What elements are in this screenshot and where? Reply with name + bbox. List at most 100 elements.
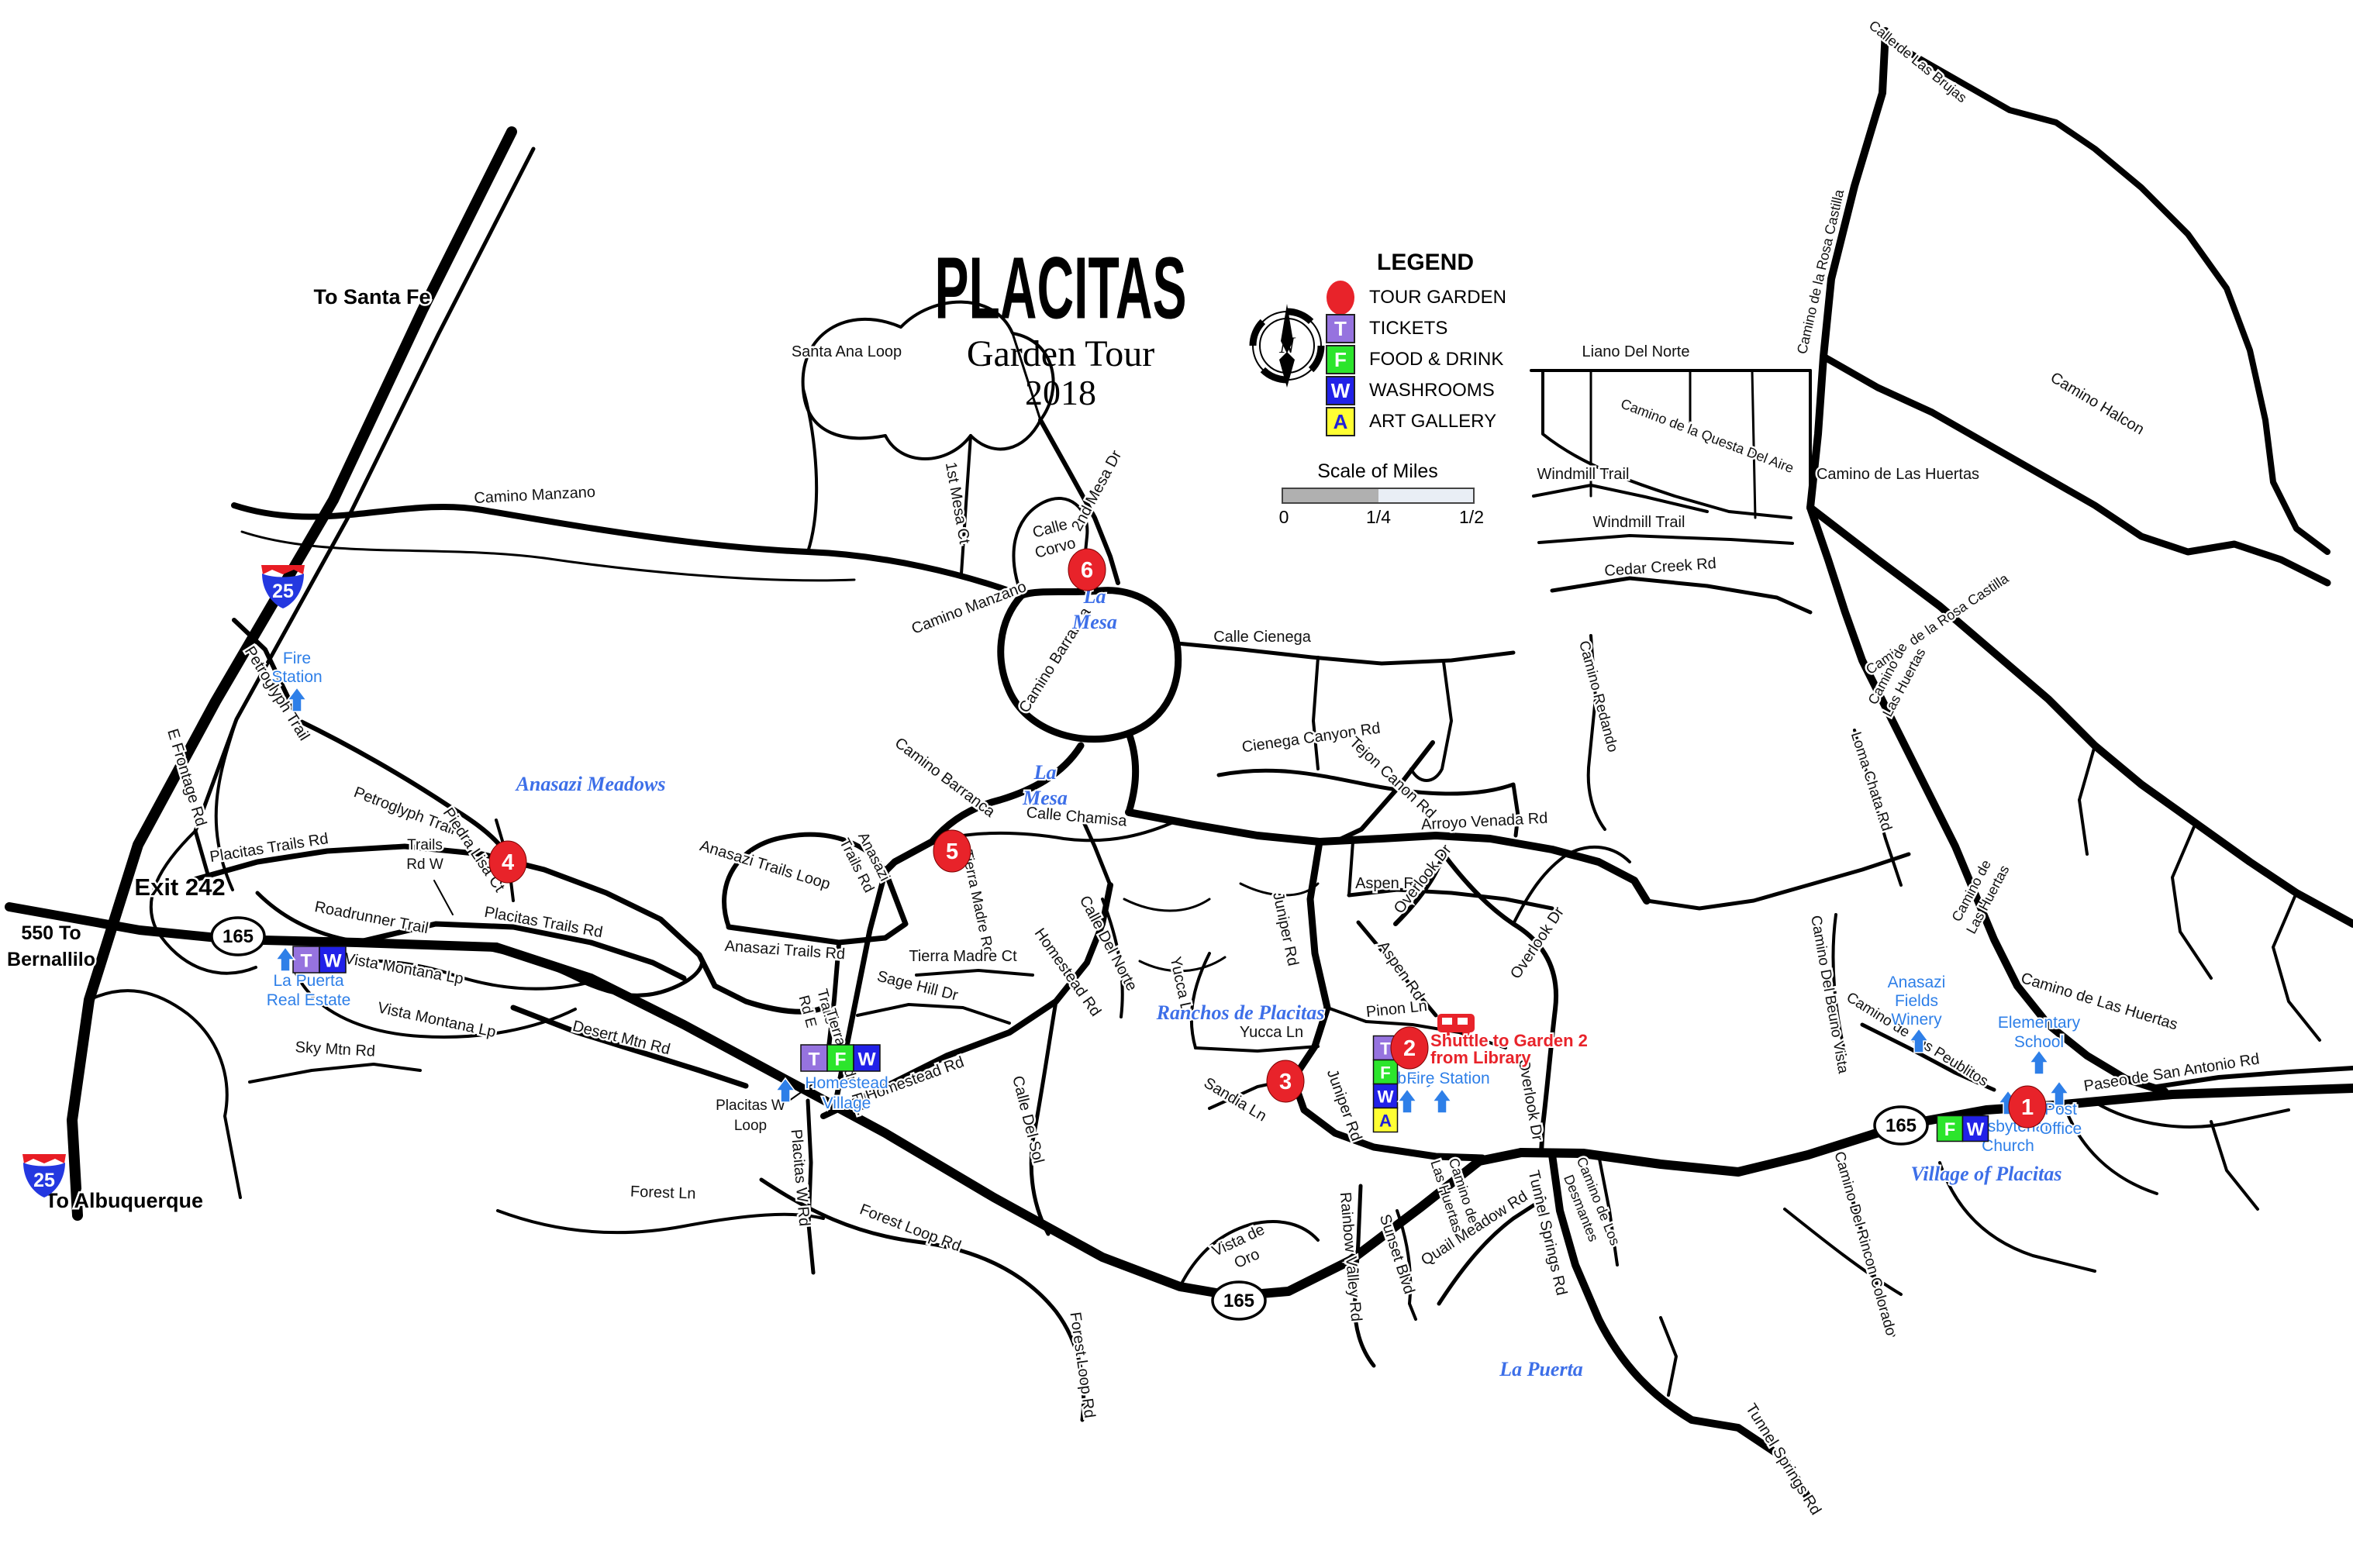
road bbox=[722, 832, 888, 929]
road bbox=[433, 880, 454, 915]
road bbox=[826, 942, 841, 1056]
road bbox=[1125, 808, 1651, 905]
marker-circle bbox=[1390, 1026, 1429, 1070]
road bbox=[1783, 1208, 1903, 1296]
road-label: Juniper Rd bbox=[1269, 891, 1302, 967]
shuttle-bus-icon bbox=[1437, 1014, 1475, 1038]
shield-red-band bbox=[22, 1154, 66, 1163]
facility-letter-A: A bbox=[1379, 1111, 1392, 1131]
facility-letter-W: W bbox=[1967, 1119, 1985, 1140]
direction-label: To Albuquerque bbox=[45, 1189, 203, 1212]
road bbox=[88, 989, 242, 1199]
road bbox=[882, 742, 1085, 875]
fire-station-central-arrow-icon bbox=[1431, 1087, 1453, 1114]
road bbox=[255, 891, 705, 998]
road bbox=[1831, 913, 1847, 1056]
tour-garden-marker-4: 4 bbox=[488, 840, 527, 884]
shield-number: 25 bbox=[33, 1170, 55, 1191]
road bbox=[1516, 1084, 2353, 1177]
road-label: Tunnel Springs Rd bbox=[1742, 1401, 1824, 1518]
road-label: Sky Mtn Rd bbox=[295, 1039, 375, 1060]
shield-ellipse bbox=[210, 916, 266, 956]
road bbox=[1806, 27, 1889, 512]
marker-circle bbox=[488, 840, 527, 884]
road bbox=[915, 969, 1034, 977]
direction-label: Exit 242 bbox=[134, 874, 225, 901]
road bbox=[1312, 656, 1320, 770]
road bbox=[1125, 729, 1140, 816]
shield-blue-body bbox=[23, 1163, 65, 1198]
facility-box-W bbox=[853, 1044, 881, 1072]
road bbox=[1512, 845, 1631, 925]
road bbox=[1230, 1148, 1526, 1301]
post-office-arrow-icon bbox=[2048, 1080, 2070, 1106]
compass-north-letter: N bbox=[1278, 333, 1296, 358]
road bbox=[1644, 852, 1911, 911]
road bbox=[1333, 740, 1435, 844]
road bbox=[806, 1098, 816, 1275]
road bbox=[1326, 1006, 1507, 1049]
road bbox=[1586, 634, 1606, 831]
road-label: Windmill Trail bbox=[1537, 466, 1630, 483]
legend-label: TOUR GARDEN bbox=[1369, 287, 1506, 308]
road bbox=[1138, 956, 1227, 973]
compass-needle-south bbox=[1279, 352, 1295, 388]
letter-box-icon-W: W bbox=[1326, 376, 1355, 405]
bus-wheel bbox=[1462, 1030, 1470, 1038]
legend-box-F: F bbox=[1323, 345, 1358, 374]
compass-rose: N bbox=[1242, 301, 1332, 395]
nm-165-shield: 165 bbox=[1873, 1105, 1929, 1146]
road bbox=[1409, 660, 1453, 782]
road bbox=[1751, 369, 1757, 519]
road-label: Tejon Canon Rd bbox=[1346, 734, 1439, 822]
road-label: Anasazi Trails Loop bbox=[698, 837, 832, 893]
road bbox=[1441, 852, 1558, 1155]
road bbox=[67, 126, 517, 1221]
road bbox=[801, 300, 1055, 460]
marker-number: 5 bbox=[946, 839, 958, 864]
road bbox=[293, 969, 577, 1039]
marker-circle bbox=[1068, 548, 1106, 591]
road bbox=[1356, 920, 1438, 1018]
marker-circle bbox=[933, 829, 971, 873]
road bbox=[1101, 898, 1124, 1018]
marker-number: 6 bbox=[1081, 558, 1093, 583]
road bbox=[856, 1003, 1011, 1025]
title-year: 2018 bbox=[1025, 373, 1096, 413]
legend-row-0: TOUR GARDEN bbox=[1323, 281, 1555, 315]
road bbox=[712, 983, 826, 1015]
tour-garden-marker-3: 3 bbox=[1266, 1060, 1305, 1103]
road bbox=[997, 587, 1182, 743]
road-label: Calle Cienega bbox=[1213, 629, 1312, 646]
road-label: Tierra Madre Ct bbox=[909, 948, 1017, 965]
road-label: Camino Manzano bbox=[474, 484, 596, 507]
marker-number: 4 bbox=[502, 850, 514, 875]
road bbox=[1396, 1209, 1417, 1321]
facility-letter-W: W bbox=[323, 951, 342, 972]
legend-label: TICKETS bbox=[1369, 318, 1448, 339]
road-label: Santa Ana Loop bbox=[792, 343, 902, 360]
road bbox=[1029, 999, 1058, 1236]
facility-letter-T: T bbox=[1380, 1039, 1391, 1059]
shield-red-band bbox=[261, 565, 305, 574]
road-label: Forest Loop Rd bbox=[1066, 1311, 1098, 1419]
road bbox=[496, 1209, 825, 1235]
tour-garden-marker-6: 6 bbox=[1068, 548, 1106, 591]
road bbox=[2093, 1101, 2290, 1129]
location-arrows bbox=[274, 686, 2070, 1115]
